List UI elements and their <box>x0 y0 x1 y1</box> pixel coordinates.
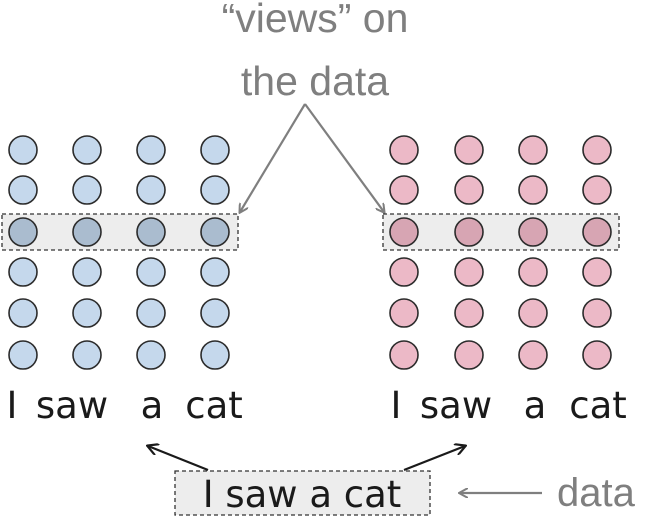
right-dot <box>582 175 612 205</box>
right-dot <box>518 135 548 165</box>
left-dot-grid <box>8 135 230 370</box>
right-dot <box>454 135 484 165</box>
left-dot <box>200 135 230 165</box>
left-highlight-band <box>1 213 239 251</box>
left-word-2: saw <box>36 384 108 427</box>
left-dot <box>200 257 230 287</box>
left-dot <box>136 257 166 287</box>
data-label: data <box>557 471 636 515</box>
left-dot <box>72 298 102 328</box>
right-dot <box>454 340 484 370</box>
data-arrow-right <box>403 446 465 472</box>
left-dot <box>8 175 38 205</box>
left-dot <box>72 257 102 287</box>
left-dot-highlighted <box>8 217 38 247</box>
right-highlight-band <box>382 213 620 251</box>
right-word-1: I <box>391 384 402 427</box>
right-dot <box>389 175 419 205</box>
left-dot <box>136 340 166 370</box>
left-dot <box>8 135 38 165</box>
right-dot <box>454 175 484 205</box>
right-dot <box>582 135 612 165</box>
right-dot <box>582 257 612 287</box>
left-dot <box>8 257 38 287</box>
data-arrow-left <box>148 446 209 472</box>
data-box-text: I saw a cat <box>203 473 402 516</box>
left-dot <box>200 175 230 205</box>
data-box-frame <box>174 470 431 516</box>
data-box: I saw a cat <box>174 470 431 516</box>
right-dot-highlighted <box>518 217 548 247</box>
left-dot-highlighted <box>136 217 166 247</box>
left-word-3: a <box>141 384 164 427</box>
left-dot <box>136 135 166 165</box>
right-dot-highlighted <box>582 217 612 247</box>
left-dot <box>136 298 166 328</box>
right-word-labels: I saw a cat <box>391 384 627 427</box>
annotation-line-1: “views” on <box>222 0 409 41</box>
left-dot-highlighted <box>200 217 230 247</box>
right-dot <box>389 135 419 165</box>
right-dot <box>582 340 612 370</box>
left-dot-highlighted <box>72 217 102 247</box>
right-view: I saw a cat <box>382 135 627 427</box>
left-view: I saw a cat <box>1 135 243 427</box>
right-dot-highlighted <box>389 217 419 247</box>
right-dot <box>518 298 548 328</box>
left-dot <box>72 135 102 165</box>
annotation-arrow-right <box>304 103 384 212</box>
right-dot-grid <box>389 135 612 370</box>
right-dot <box>518 340 548 370</box>
annotation-arrow-left <box>240 103 306 212</box>
left-dot <box>8 298 38 328</box>
left-word-1: I <box>7 384 18 427</box>
right-dot <box>518 175 548 205</box>
left-dot <box>136 175 166 205</box>
left-dot <box>72 340 102 370</box>
right-word-3: a <box>524 384 547 427</box>
right-dot <box>389 340 419 370</box>
annotation-line-2: the data <box>241 58 389 104</box>
right-dot <box>389 257 419 287</box>
right-word-2: saw <box>420 384 492 427</box>
left-dot <box>8 340 38 370</box>
right-dot <box>389 298 419 328</box>
left-word-labels: I saw a cat <box>7 384 243 427</box>
right-dot <box>582 298 612 328</box>
left-dot <box>72 175 102 205</box>
right-word-4: cat <box>569 384 627 427</box>
left-dot <box>200 298 230 328</box>
left-word-4: cat <box>185 384 243 427</box>
right-dot <box>454 257 484 287</box>
left-dot <box>200 340 230 370</box>
right-dot-highlighted <box>454 217 484 247</box>
right-dot <box>454 298 484 328</box>
right-dot <box>518 257 548 287</box>
